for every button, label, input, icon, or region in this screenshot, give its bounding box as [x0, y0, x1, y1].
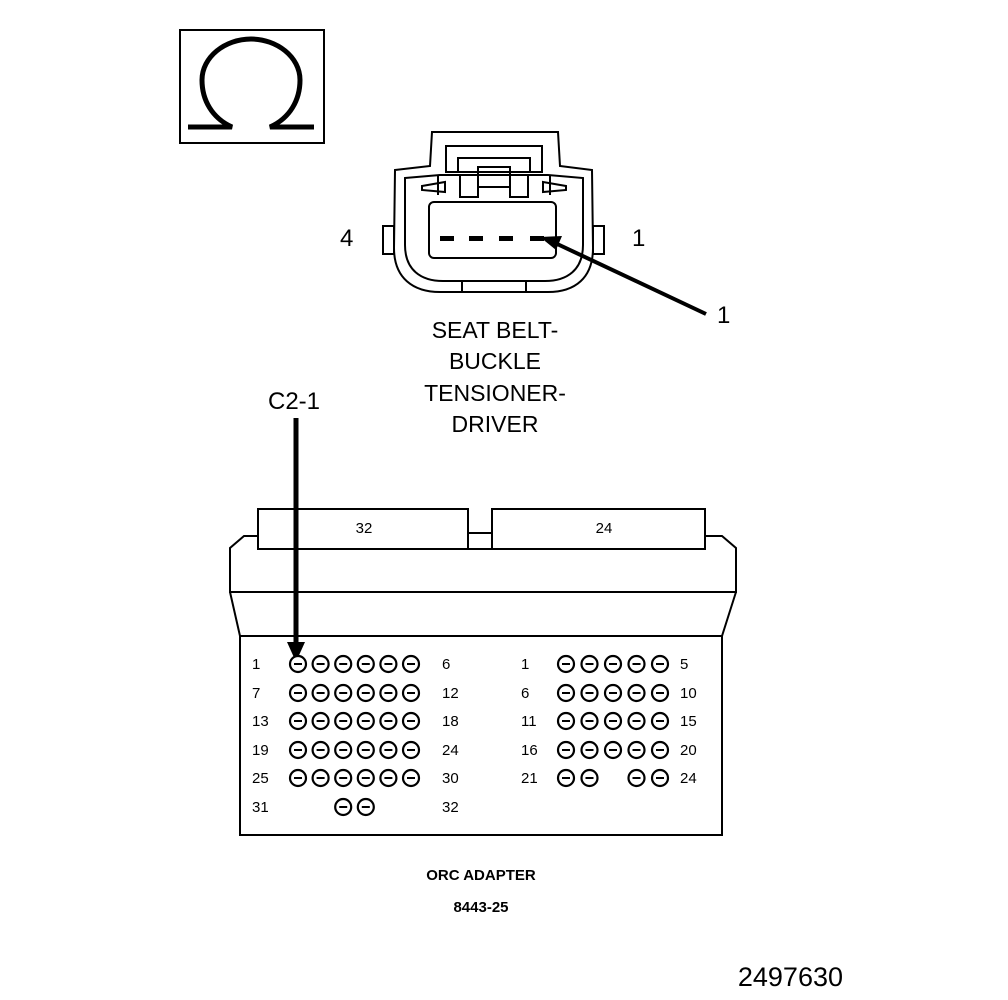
row-start-label: 31	[252, 799, 269, 816]
row-end-label: 6	[442, 656, 450, 673]
adapter-title: ORC ADAPTER	[426, 867, 536, 884]
pin-4-label: 4	[340, 225, 353, 252]
seat-belt-connector	[382, 131, 707, 316]
connector-title-line: TENSIONER-	[424, 380, 566, 406]
row-start-label: 19	[252, 742, 269, 759]
adapter-part-number: 8443-25	[453, 899, 508, 916]
row-start-label: 6	[521, 685, 529, 702]
row-start-label: 25	[252, 770, 269, 787]
c2-1-label: C2-1	[268, 388, 320, 415]
left-pin-grid	[288, 654, 421, 817]
connector-title-line: BUCKLE	[449, 348, 541, 374]
row-start-label: 1	[521, 656, 529, 673]
row-start-label: 16	[521, 742, 538, 759]
connector-title-line: SEAT BELT-	[432, 317, 559, 343]
connector-title-line: DRIVER	[452, 411, 539, 437]
orc-adapter-body	[229, 508, 737, 836]
row-start-label: 13	[252, 713, 269, 730]
row-end-label: 24	[442, 742, 459, 759]
c2-1-arrow	[287, 418, 305, 662]
row-start-label: 1	[252, 656, 260, 673]
ohm-icon	[179, 29, 325, 144]
row-start-label: 11	[521, 713, 537, 730]
right-tab-label: 24	[596, 520, 613, 537]
row-start-label: 7	[252, 685, 260, 702]
callout-1-label: 1	[717, 302, 730, 329]
left-block-labels: 1 6 7 12 13 18 19 24 25 30 31 32	[252, 656, 459, 816]
figure-id: 2497630	[738, 962, 843, 992]
connector-title: SEAT BELT- BUCKLE TENSIONER- DRIVER	[424, 317, 566, 437]
right-pin-grid	[556, 654, 670, 788]
row-end-label: 32	[442, 799, 459, 816]
row-end-label: 20	[680, 742, 697, 759]
row-end-label: 10	[680, 685, 697, 702]
row-end-label: 30	[442, 770, 459, 787]
row-start-label: 21	[521, 770, 538, 787]
pin-1-label: 1	[632, 225, 645, 252]
row-end-label: 24	[680, 770, 697, 787]
row-end-label: 15	[680, 713, 697, 730]
left-tab-label: 32	[356, 520, 373, 537]
row-end-label: 18	[442, 713, 459, 730]
row-end-label: 12	[442, 685, 459, 702]
right-block-labels: 1 5 6 10 11 15 16 20 21 24	[521, 656, 697, 787]
row-end-label: 5	[680, 656, 688, 673]
